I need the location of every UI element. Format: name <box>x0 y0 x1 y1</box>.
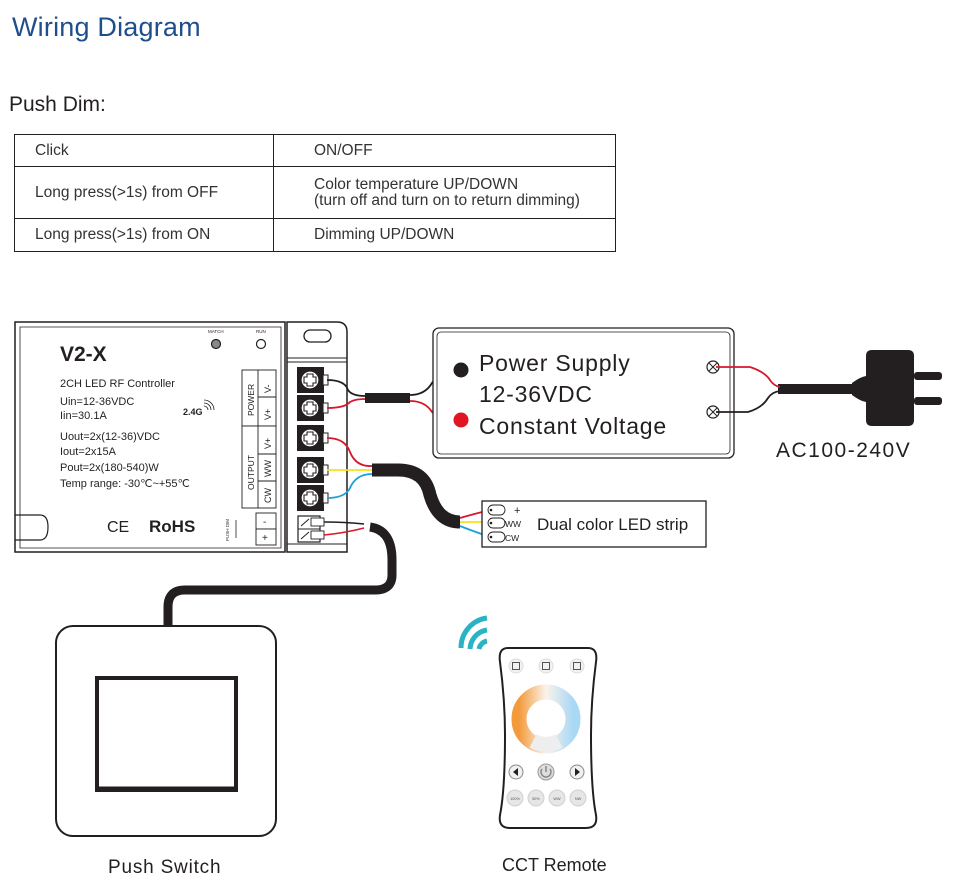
rf-label: 2.4G <box>183 407 203 417</box>
memory-save-button[interactable] <box>508 658 524 674</box>
terminal-label-v-minus: V- <box>263 384 273 393</box>
preset-button-label: 50% <box>532 797 540 801</box>
run-label: RUN <box>256 329 266 334</box>
push-dim-plus: + <box>262 533 268 544</box>
controller: V2-X 2CH LED RF Controller Uin=12-36VDC … <box>14 321 348 553</box>
controller-iout: Iout=2x15A <box>60 446 117 458</box>
table-row: Long press(>1s) from ON Dimming UP/DOWN <box>14 218 616 252</box>
psu-line1: Power Supply <box>479 350 631 376</box>
push-dim-minus: - <box>263 517 266 528</box>
rohs-mark: RoHS <box>149 517 195 536</box>
table-cell-result: ON/OFF <box>273 134 616 167</box>
push-dim-label: PUSH DIM <box>225 519 230 541</box>
wire-out-v-plus <box>326 437 373 467</box>
table-cell-result: Dimming UP/DOWN <box>273 218 616 252</box>
preset-button[interactable]: 100% <box>506 789 524 807</box>
push-switch-label: Push Switch <box>108 857 221 878</box>
output-group-label: OUTPUT <box>246 455 256 490</box>
controller-temp-range: Temp range: -30℃~+55℃ <box>60 478 190 490</box>
terminal-cw <box>297 485 329 511</box>
save-icon <box>542 662 550 670</box>
wire-cw <box>326 473 373 499</box>
preset-button-label: WW <box>553 797 561 801</box>
table-row: Long press(>1s) from OFF Color temperatu… <box>14 166 616 219</box>
preset-button-label: NW <box>575 797 582 801</box>
psu-line3: Constant Voltage <box>479 413 667 439</box>
result-note: (turn off and turn on to return dimming) <box>314 191 580 209</box>
led-cable <box>372 463 461 529</box>
result-text: Color temperature UP/DOWN <box>314 175 519 193</box>
strip-pin-plus: + <box>514 505 520 517</box>
ac-plug-icon <box>852 350 942 426</box>
led-strip: + WW CW Dual color LED strip <box>481 500 707 548</box>
screw-icon <box>303 431 317 445</box>
led-strip-label: Dual color LED strip <box>537 515 688 534</box>
push-dim-connector <box>297 515 325 543</box>
power-group-label: POWER <box>246 384 256 416</box>
match-button[interactable] <box>210 338 222 350</box>
run-indicator <box>255 338 267 350</box>
push-switch <box>55 625 277 837</box>
terminal-label-cw: CW <box>263 488 273 503</box>
section-title: Push Dim: <box>9 93 106 116</box>
memory-save-button[interactable] <box>569 658 585 674</box>
screw-icon <box>303 373 317 387</box>
match-label: MATCH <box>208 329 224 334</box>
strip-pin-cw: CW <box>505 533 519 543</box>
terminal-label-out-v-plus: V+ <box>263 438 273 449</box>
push-dim-table: Click ON/OFF Long press(>1s) from OFF Co… <box>14 134 616 252</box>
psu-positive-terminal <box>453 412 469 428</box>
ce-mark: CE <box>107 519 129 536</box>
wire-ac-l <box>716 366 781 388</box>
screw-icon <box>303 463 317 477</box>
screw-icon <box>303 401 317 415</box>
wire-v-minus <box>326 379 366 397</box>
wire-ac-n <box>716 390 781 413</box>
table-cell-result: Color temperature UP/DOWN (turn off and … <box>273 166 616 219</box>
terminal-label-v-plus: V+ <box>263 409 273 420</box>
rf-signal-icon <box>203 399 215 411</box>
terminal-v-plus <box>297 395 329 421</box>
controller-uin: Uin=12-36VDC <box>60 396 134 408</box>
cct-remote: 100% 50% WW NW <box>498 647 598 829</box>
psu-line2: 12-36VDC <box>479 381 593 407</box>
wire-v-plus <box>326 398 366 409</box>
terminal-label-ww: WW <box>263 460 273 477</box>
save-icon <box>512 662 520 670</box>
power-cable-sleeve <box>365 393 410 403</box>
wifi-signal-icon <box>458 615 488 650</box>
controller-iin: Iin=30.1A <box>60 410 107 422</box>
wire-push-plus <box>323 527 365 536</box>
save-icon <box>573 662 581 670</box>
wire-push-minus <box>323 521 365 525</box>
controller-pout: Pout=2x(180-540)W <box>60 462 159 474</box>
preset-button[interactable]: WW <box>548 789 566 807</box>
screw-icon <box>303 491 317 505</box>
controller-model: V2-X <box>60 343 107 366</box>
terminal-ww <box>297 457 329 483</box>
preset-button[interactable]: 50% <box>527 789 545 807</box>
page-title: Wiring Diagram <box>12 12 201 42</box>
table-cell-action: Long press(>1s) from ON <box>14 218 274 252</box>
table-row: Click ON/OFF <box>14 134 616 167</box>
terminal-v-minus <box>297 367 329 393</box>
preset-button-label: 100% <box>510 797 520 801</box>
ac-input-label: AC100-240V <box>776 439 911 462</box>
power-supply: Power Supply 12-36VDC Constant Voltage <box>432 327 735 459</box>
mounting-tab <box>15 514 49 541</box>
push-switch-button[interactable] <box>95 676 238 792</box>
controller-uout: Uout=2x(12-36)VDC <box>60 431 160 443</box>
controller-description: 2CH LED RF Controller <box>60 378 175 390</box>
remote-label: CCT Remote <box>502 855 607 875</box>
terminal-out-v-plus <box>297 425 329 451</box>
strip-pin-ww: WW <box>505 519 521 529</box>
psu-negative-terminal <box>453 362 469 378</box>
preset-button[interactable]: NW <box>569 789 587 807</box>
terminal-label-panel: POWER OUTPUT V- V+ V+ WW CW <box>241 369 277 509</box>
memory-save-button[interactable] <box>538 658 554 674</box>
switch-cable <box>163 522 397 627</box>
